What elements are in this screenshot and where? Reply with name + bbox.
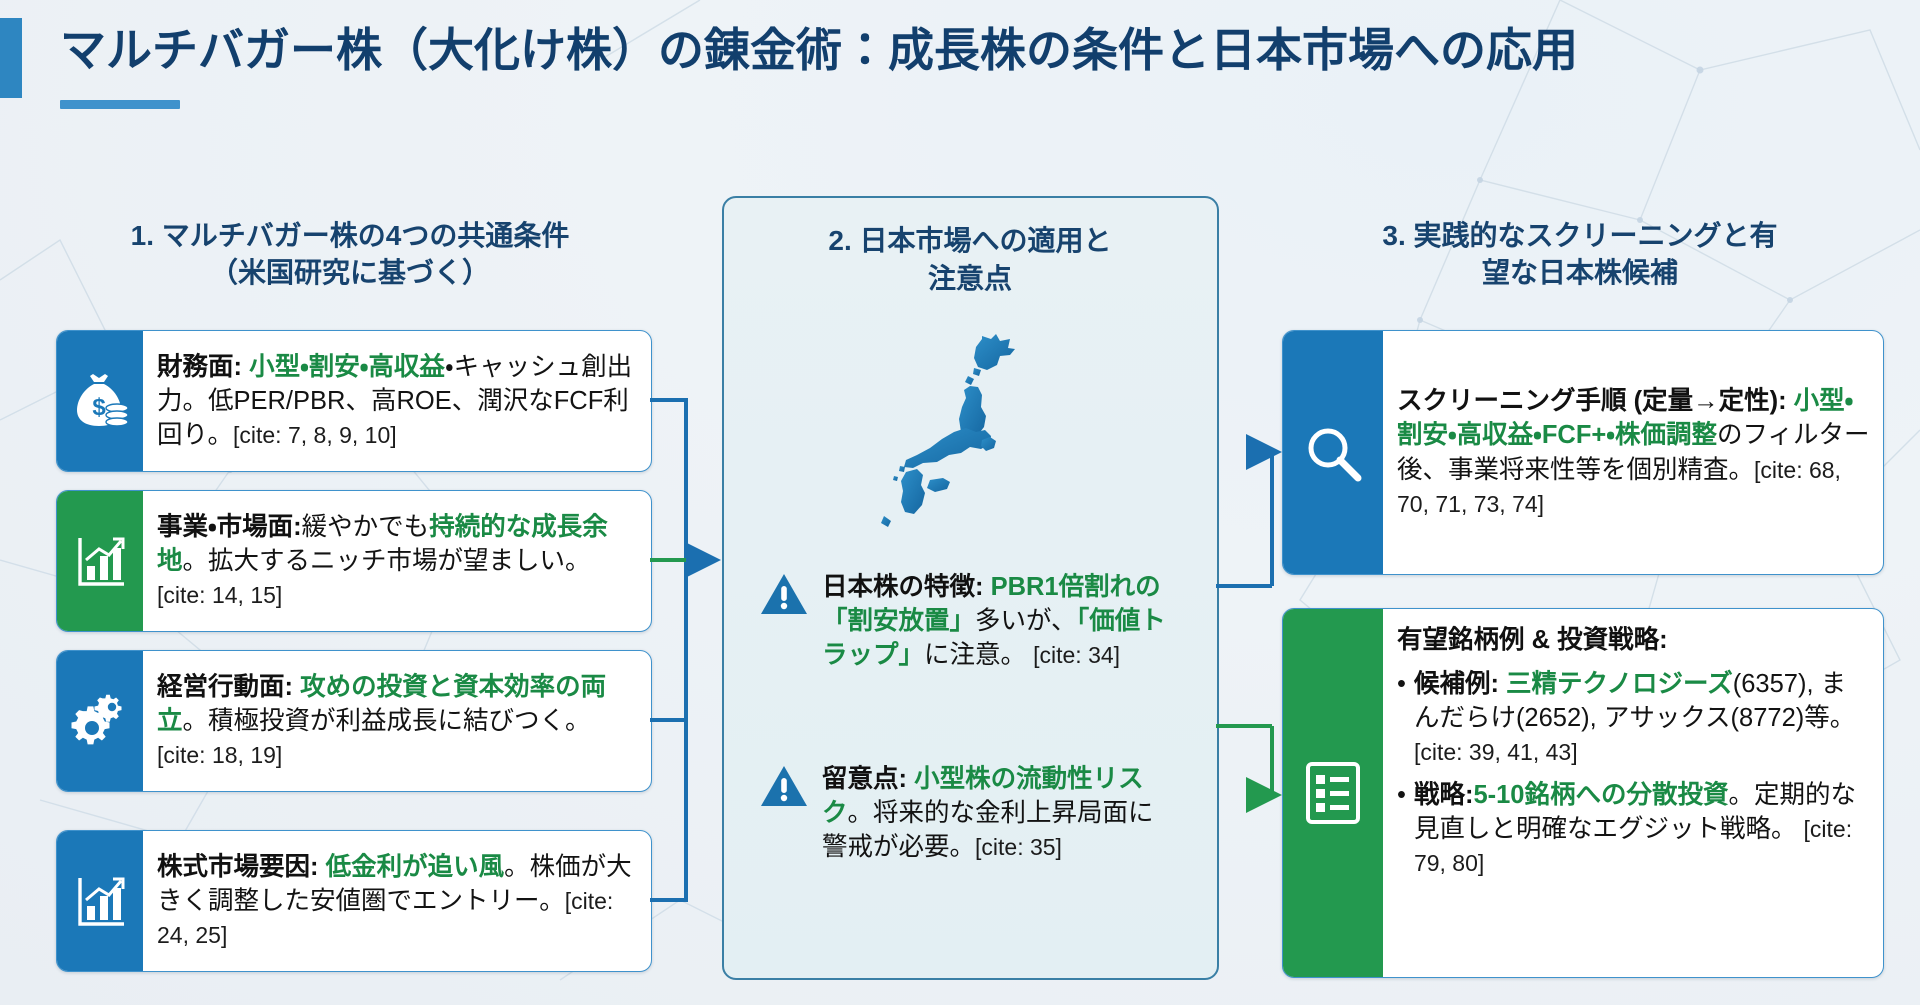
candidates-bullet-2-highlight: 5-10銘柄への分散投資 — [1473, 780, 1729, 809]
candidates-bullet-1-rest: (6357), まんだらけ(2652), アサックス(8772)等。 — [1413, 670, 1856, 733]
candidates-bullet-1-label: 候補例: — [1413, 670, 1499, 699]
japan-market-panel — [722, 196, 1219, 980]
column-1-heading-line-1: 1. マルチバガー株の4つの共通条件 — [130, 220, 570, 251]
card-finance-highlight: 小型・割安・高収益 — [249, 352, 445, 381]
caution-rest: 。将来的な金利上昇局面に警戒が必要。 — [822, 799, 1154, 862]
card-finance[interactable]: $ 財務面: 小型・割安・高収益・キャッシュ創出力。低PER/PBR、高ROE、… — [56, 330, 652, 472]
caution-label: 留意点: — [822, 765, 907, 793]
candidates-bullet-1-highlight: 三精テクノロジーズ — [1506, 670, 1733, 699]
candidates-bullet-1: • 候補例: 三精テクノロジーズ(6357), まんだらけ(2652), アサッ… — [1397, 667, 1871, 769]
column-2-heading-line-2: 注意点 — [927, 262, 1012, 294]
card-management-label: 経営行動面: — [157, 672, 293, 701]
card-screening-body: スクリーニング手順 (定量→定性): 小型・割安・高収益・FCF+・株価調整のフ… — [1383, 331, 1883, 574]
card-management[interactable]: 経営行動面: 攻めの投資と資本効率の両立。積極投資が利益成長に結びつく。 [cit… — [56, 650, 652, 792]
header-accent-bar — [0, 18, 22, 98]
card-market-factor-rest: 。株価が大きく調整した安値圏でエントリー。 — [157, 852, 632, 915]
column-3-heading: 3. 実践的なスクリーニングと有 望な日本株候補 — [1255, 218, 1905, 292]
warning-item-jp-feature[interactable]: 日本株の特徴: PBR1倍割れの「割安放置」多いが、「価値トラップ」に注意。 [… — [760, 570, 1190, 672]
bullet-dot-icon: • — [1397, 670, 1406, 699]
warning-triangle-icon — [761, 574, 807, 614]
card-management-rest: 。積極投資が利益成長に結びつく。 — [182, 706, 591, 735]
card-management-cite: [cite: 18, 19] — [157, 742, 283, 769]
card-management-body: 経営行動面: 攻めの投資と資本効率の両立。積極投資が利益成長に結びつく。 [cit… — [143, 651, 651, 791]
candidates-bullet-1-cite: [cite: 39, 41, 43] — [1413, 739, 1578, 766]
card-candidates-body: 有望銘柄例 & 投資戦略: • 候補例: 三精テクノロジーズ(6357), まん… — [1383, 609, 1883, 977]
card-finance-rest: ・キャッシュ創出力。低PER/PBR、高ROE、潤沢なFCF利回り。 — [157, 352, 633, 450]
warning-item-caution-text: 留意点: 小型株の流動性リスク。将来的な金利上昇局面に警戒が必要。[cite: … — [822, 762, 1174, 864]
card-management-highlight: 攻めの投資と資本効率の両立 — [157, 672, 607, 735]
jp-feature-cite: [cite: 34] — [1033, 642, 1121, 669]
card-candidates-title: 有望銘柄例 & 投資戦略: — [1397, 626, 1668, 654]
checklist-icon — [1283, 609, 1383, 977]
card-screening-highlight: 小型・割安・高収益・FCF+・株価調整 — [1397, 387, 1854, 450]
column-3-heading-line-2: 望な日本株候補 — [1481, 256, 1678, 288]
candidates-bullet-2-label: 戦略: — [1413, 780, 1474, 809]
column-1-heading-line-2: （米国研究に基づく） — [209, 256, 490, 288]
card-market-factor[interactable]: 株式市場要因: 低金利が追い風。株価が大きく調整した安値圏でエントリー。[cit… — [56, 830, 652, 972]
card-screening[interactable]: スクリーニング手順 (定量→定性): 小型・割安・高収益・FCF+・株価調整のフ… — [1282, 330, 1884, 575]
card-business-cite: [cite: 14, 15] — [157, 582, 283, 609]
magnifier-icon — [1283, 331, 1383, 574]
card-business-pre: 緩やかでも — [301, 512, 430, 541]
column-1-heading: 1. マルチバガー株の4つの共通条件 （米国研究に基づく） — [40, 218, 660, 292]
column-2-heading-line-1: 2. 日本市場への適用と — [828, 225, 1112, 256]
card-market-factor-highlight: 低金利が追い風 — [325, 852, 505, 881]
jp-feature-mid: 多いが、 — [975, 607, 1077, 636]
candidates-bullet-2: • 戦略:5-10銘柄への分散投資。定期的な見直しと明確なエグジット戦略。 [c… — [1397, 778, 1871, 880]
card-finance-label: 財務面: — [157, 352, 242, 381]
bullet-dot-icon: • — [1397, 780, 1406, 809]
jp-feature-highlight-2: 「価値トラップ」 — [822, 607, 1166, 670]
card-business-label: 事業・市場面: — [157, 512, 302, 541]
card-business-rest: 。拡大するニッチ市場が望ましい。 — [182, 546, 591, 575]
money-bag-icon: $ — [57, 331, 143, 471]
card-finance-body: 財務面: 小型・割安・高収益・キャッシュ創出力。低PER/PBR、高ROE、潤沢… — [143, 331, 651, 471]
svg-text:$: $ — [92, 394, 106, 421]
card-screening-rest: のフィルター後、事業将来性等を個別精査。 — [1397, 421, 1870, 484]
warning-item-caution[interactable]: 留意点: 小型株の流動性リスク。将来的な金利上昇局面に警戒が必要。[cite: … — [760, 762, 1190, 864]
jp-feature-label: 日本株の特徴: — [822, 573, 984, 601]
card-business-body: 事業・市場面:緩やかでも持続的な成長余地。拡大するニッチ市場が望ましい。 [cit… — [143, 491, 651, 631]
bar-chart-up-icon — [57, 491, 143, 631]
bar-chart-up-icon — [57, 831, 143, 971]
warning-triangle-icon — [761, 766, 807, 806]
candidates-bullet-2-cite: [cite: 79, 80] — [1413, 815, 1853, 876]
card-finance-cite: [cite: 7, 8, 9, 10] — [233, 422, 397, 449]
warning-item-jp-feature-text: 日本株の特徴: PBR1倍割れの「割安放置」多いが、「価値トラップ」に注意。 [… — [822, 570, 1174, 672]
card-market-factor-body: 株式市場要因: 低金利が追い風。株価が大きく調整した安値圏でエントリー。[cit… — [143, 831, 651, 971]
gears-icon — [57, 651, 143, 791]
jp-feature-rest: に注意。 — [924, 641, 1027, 670]
title-underline — [60, 100, 180, 109]
card-market-factor-label: 株式市場要因: — [157, 852, 319, 881]
page-header: マルチバガー株（大化け株）の錬金術：成長株の条件と日本市場への応用 — [0, 0, 1920, 120]
card-market-factor-cite: [cite: 24, 25] — [157, 887, 614, 949]
card-candidates[interactable]: 有望銘柄例 & 投資戦略: • 候補例: 三精テクノロジーズ(6357), まん… — [1282, 608, 1884, 978]
card-business[interactable]: 事業・市場面:緩やかでも持続的な成長余地。拡大するニッチ市場が望ましい。 [cit… — [56, 490, 652, 632]
column-3-heading-line-1: 3. 実践的なスクリーニングと有 — [1382, 220, 1778, 251]
card-business-highlight: 持続的な成長余地 — [157, 512, 608, 575]
japan-map-icon — [881, 334, 1015, 527]
card-screening-cite: [cite: 68, 70, 71, 73, 74] — [1397, 456, 1841, 517]
page-title: マルチバガー株（大化け株）の錬金術：成長株の条件と日本市場への応用 — [60, 24, 1578, 76]
jp-feature-highlight: PBR1倍割れの「割安放置」 — [822, 573, 1161, 636]
candidates-bullet-2-rest: 。定期的な見直しと明確なエグジット戦略。 — [1413, 780, 1856, 843]
caution-highlight: 小型株の流動性リスク — [822, 765, 1144, 828]
caution-cite: [cite: 35] — [975, 834, 1062, 861]
card-screening-label: スクリーニング手順 (定量→定性): — [1397, 387, 1787, 416]
column-2-heading: 2. 日本市場への適用と 注意点 — [740, 222, 1200, 298]
